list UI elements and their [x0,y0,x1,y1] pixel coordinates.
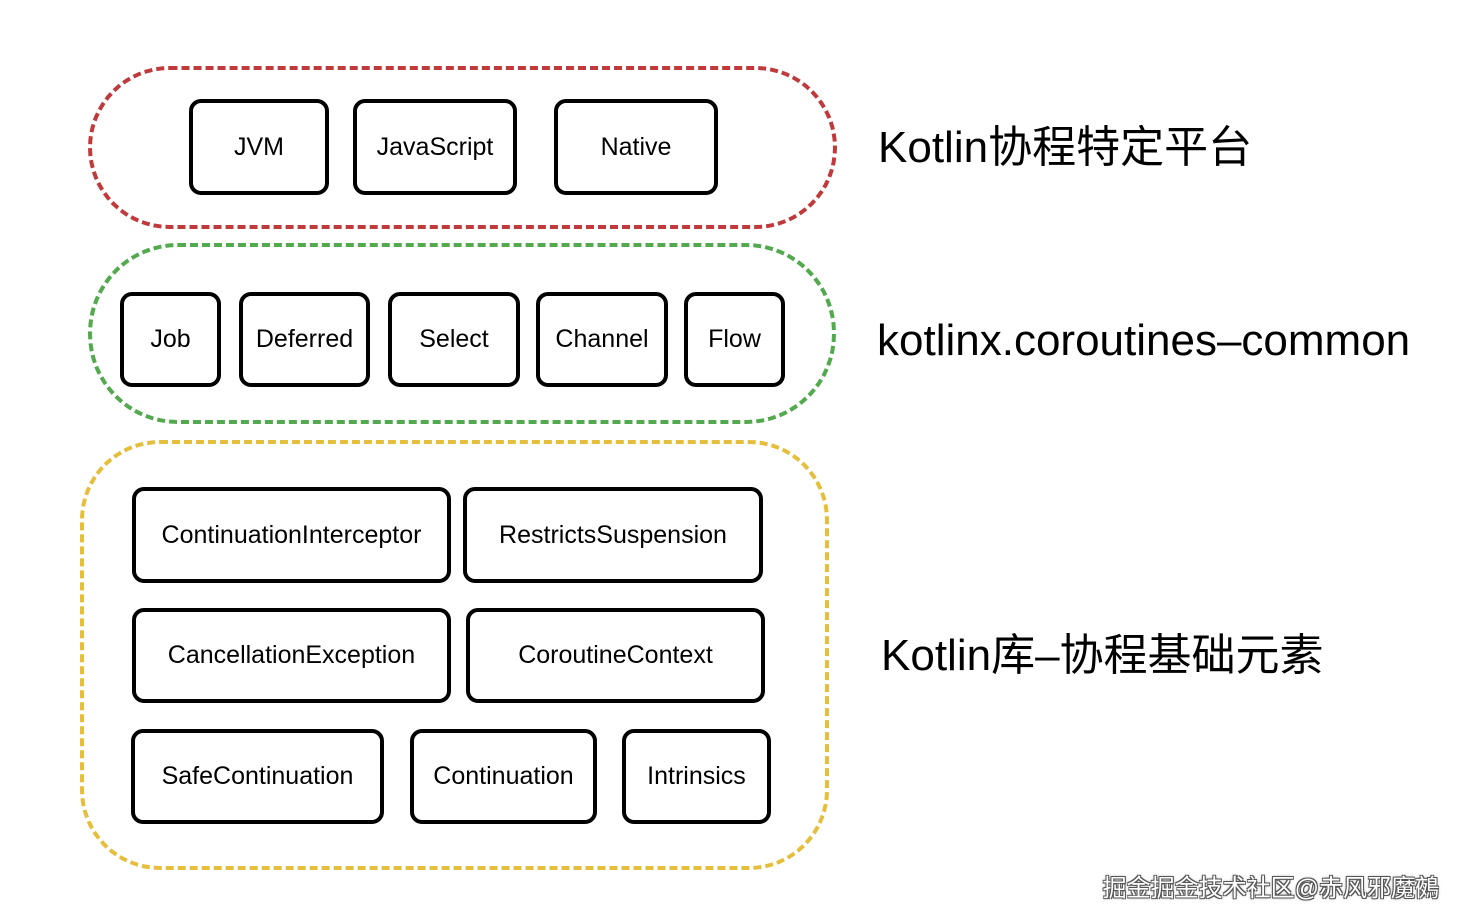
node-flow: Flow [684,292,785,387]
platform-layer-label: Kotlin协程特定平台 [878,123,1253,172]
node-deferred: Deferred [239,292,370,387]
common-layer-group [88,243,836,424]
node-coroutine-context: CoroutineContext [466,608,765,703]
base-layer-label: Kotlin库–协程基础元素 [881,631,1324,680]
node-continuation: Continuation [410,729,597,824]
node-cancellation-exception: CancellationException [132,608,451,703]
platform-layer-group [88,66,837,229]
node-intrinsics: Intrinsics [622,729,771,824]
node-javascript: JavaScript [353,99,517,195]
node-native: Native [554,99,718,195]
node-jvm: JVM [189,99,329,195]
node-select: Select [388,292,520,387]
node-restricts-suspension: RestrictsSuspension [463,487,763,583]
node-job: Job [120,292,221,387]
node-continuation-interceptor: ContinuationInterceptor [132,487,451,583]
common-layer-label: kotlinx.coroutines–common [877,316,1411,365]
node-channel: Channel [536,292,668,387]
node-safe-continuation: SafeContinuation [131,729,384,824]
watermark-text: 掘金掘金技术社区@赤风邪魔鵺 [1102,875,1439,902]
base-layer-group [80,440,829,870]
